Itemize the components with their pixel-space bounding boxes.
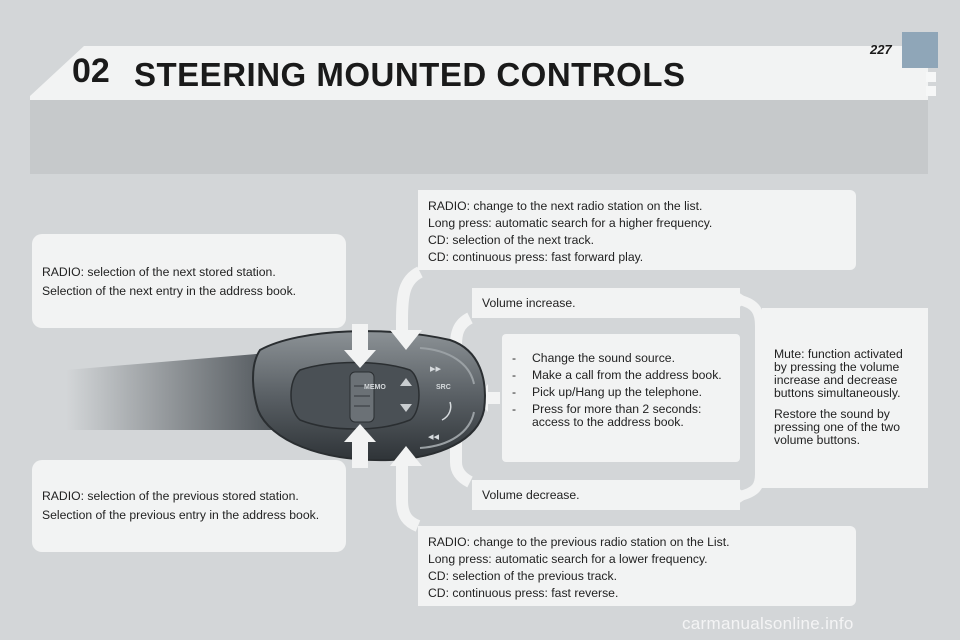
- tab-square-1: [926, 72, 936, 82]
- callout-line: Volume increase.: [482, 296, 576, 310]
- list-item: -Make a call from the address book.: [512, 368, 722, 382]
- list-item: -Press for more than 2 seconds: access t…: [512, 402, 702, 429]
- tab-square-2: [926, 86, 936, 96]
- callout-line: Selection of the next entry in the addre…: [42, 284, 297, 298]
- callout-line: Selection of the previous entry in the a…: [42, 508, 320, 522]
- list-item: -Change the sound source.: [512, 351, 675, 365]
- src-function-list: -Change the sound source. -Make a call f…: [502, 334, 740, 429]
- watermark: carmanualsonline.info: [682, 614, 854, 633]
- callout-previous-stored: RADIO: selection of the previous stored …: [32, 460, 346, 552]
- callout-line: RADIO: change to the previous radio stat…: [428, 535, 730, 549]
- callout-line: RADIO: change to the next radio station …: [428, 199, 703, 213]
- memo-label: MEMO: [364, 384, 386, 391]
- callout-src-button: -Change the sound source. -Make a call f…: [502, 334, 740, 462]
- callout-line: RADIO: selection of the next stored stat…: [42, 265, 276, 279]
- src-label: SRC: [436, 384, 451, 391]
- callout-line: Long press: automatic search for a lower…: [428, 552, 708, 566]
- callout-previous-station: RADIO: change to the previous radio stat…: [418, 526, 856, 606]
- callout-line: CD: selection of the previous track.: [428, 569, 617, 583]
- svg-text:◂◂: ◂◂: [428, 431, 440, 443]
- page-number: 227: [870, 42, 892, 57]
- callout-line: Long press: automatic search for a highe…: [428, 216, 713, 230]
- svg-text:▸▸: ▸▸: [430, 363, 442, 375]
- callout-volume-increase: Volume increase.: [472, 288, 740, 318]
- callout-line: Volume decrease.: [482, 488, 580, 502]
- callout-next-station: RADIO: change to the next radio station …: [418, 190, 856, 270]
- callout-line: CD: continuous press: fast forward play.: [428, 250, 644, 264]
- header-band: [30, 46, 928, 100]
- chapter-number: 02: [72, 52, 110, 90]
- callout-line: Restore the sound by pressing one of the…: [774, 407, 901, 447]
- callout-mute: Mute: function activated by pressing the…: [762, 308, 928, 488]
- header-lower-band: [30, 100, 928, 174]
- chapter-tab-marker: [902, 32, 938, 68]
- list-item: -Pick up/Hang up the telephone.: [512, 385, 703, 399]
- steering-stalk-illustration: ▸▸ ◂◂: [66, 324, 486, 468]
- page-title: STEERING MOUNTED CONTROLS: [134, 56, 686, 93]
- callout-line: RADIO: selection of the previous stored …: [42, 489, 299, 503]
- callout-volume-decrease: Volume decrease.: [472, 480, 740, 510]
- callout-line: CD: selection of the next track.: [428, 233, 594, 247]
- callout-next-stored: RADIO: selection of the next stored stat…: [32, 234, 346, 328]
- callout-line: Mute: function activated by pressing the…: [774, 347, 903, 400]
- callout-line: CD: continuous press: fast reverse.: [428, 586, 619, 600]
